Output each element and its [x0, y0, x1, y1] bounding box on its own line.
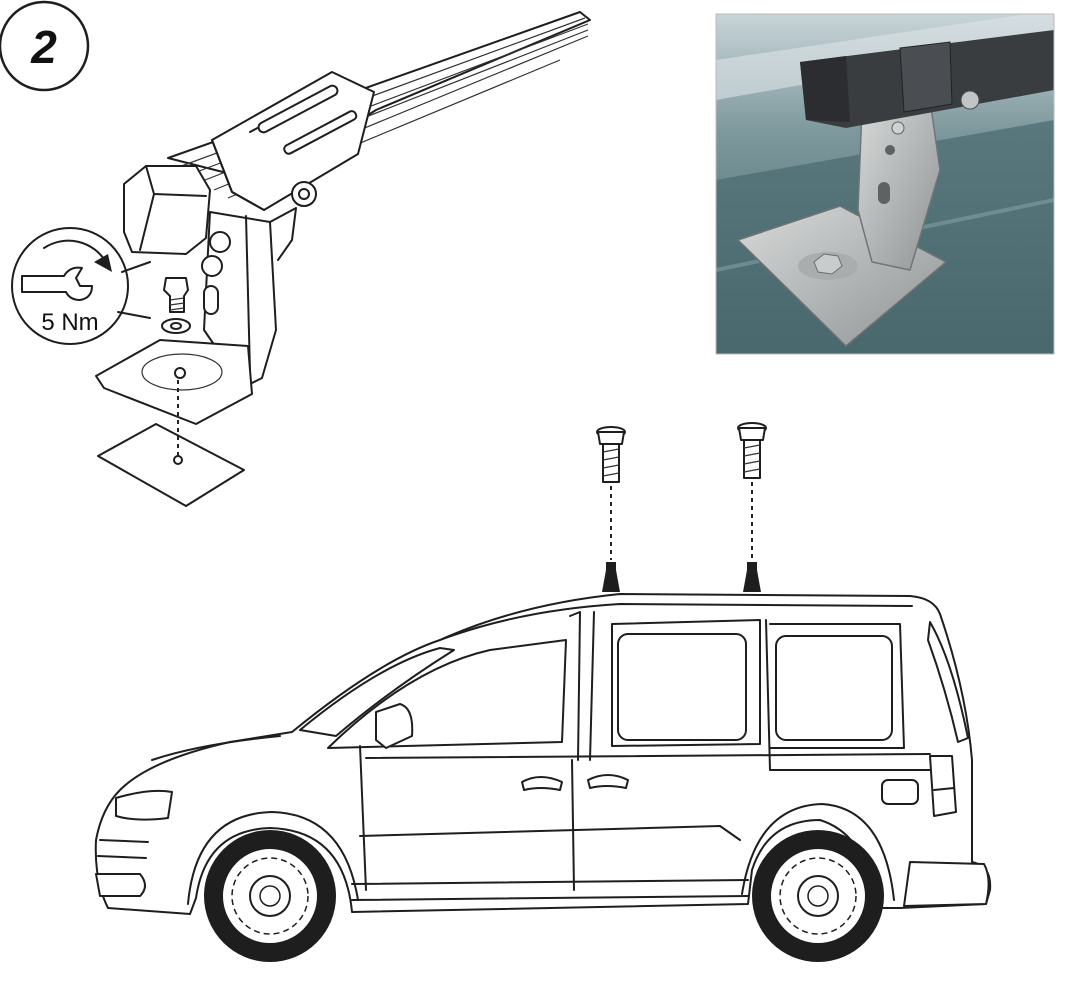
roof-screws [596, 422, 767, 592]
foot-photo [715, 13, 1055, 355]
rotation-arrow-head [94, 254, 112, 272]
rear-wheel [752, 830, 884, 962]
step-number: 2 [30, 21, 57, 73]
step-badge: 2 [0, 0, 90, 92]
rotation-arrow-icon [43, 239, 107, 263]
wrench-icon [21, 266, 93, 301]
roof-bar-foot-detail [95, 11, 591, 507]
van-illustration [94, 593, 992, 962]
front-wheel [204, 830, 336, 962]
screw-rear [737, 422, 767, 592]
torque-value: 5 Nm [41, 309, 98, 336]
torque-callout: 5 Nm [11, 227, 151, 345]
screw-front [596, 426, 626, 592]
